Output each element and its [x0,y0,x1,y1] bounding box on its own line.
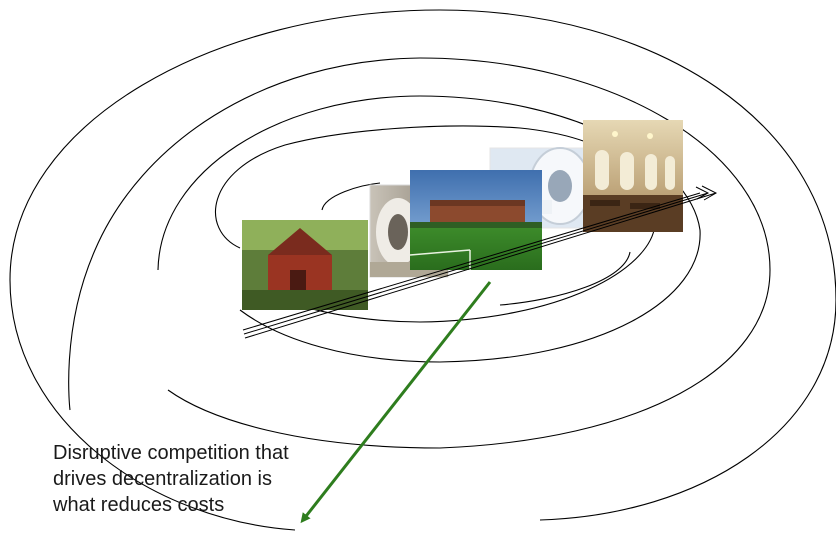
spiral-arc-3 [157,95,701,363]
arrowhead-icon-2 [695,186,710,200]
spiral-arc-2 [68,57,771,449]
spiral-arc-outer [9,9,836,531]
decentralization-arrow [300,281,492,524]
spiral [9,9,836,531]
arrowhead-icon [701,185,718,201]
photo-red-barn [242,220,368,310]
arrow-line-2 [243,192,709,335]
arrow-line-3 [244,192,717,339]
growth-arrows [242,185,718,339]
spiral-arc-inner [321,182,631,306]
caption-line-1: Disruptive competition that [53,442,289,464]
caption-text: Disruptive competition that drives decen… [53,440,373,518]
photo-dining-hall [583,120,683,232]
arrow-line-1 [242,192,701,331]
caption-line-3: what reduces costs [53,494,225,516]
photo-campus-field [409,170,542,270]
caption-line-2: drives decentralization is [53,468,272,490]
